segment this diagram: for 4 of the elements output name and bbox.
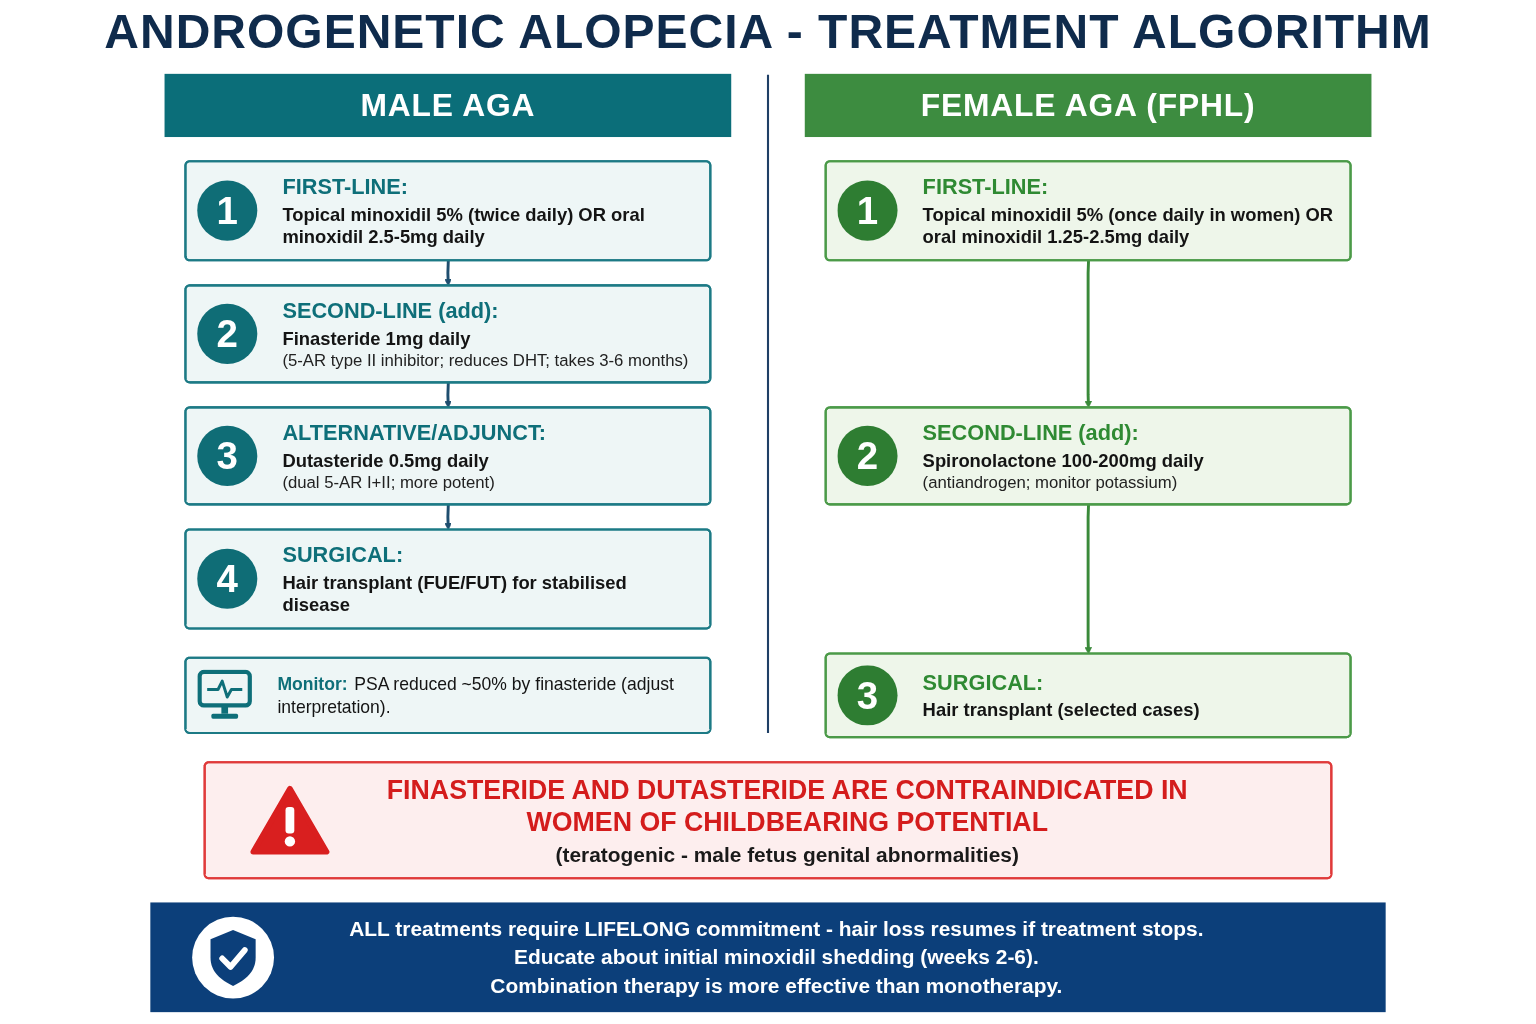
node-box: MALE AGA xyxy=(164,73,732,138)
diagram-title: ANDROGENETIC ALOPECIA - TREATMENT ALGORITHM xyxy=(103,4,1433,59)
node-box: ALL treatments require LIFELONG commitment - hair loss resumes if treatment stops. Educate about initial minoxidil shedding (weeks 2-6). Combination therapy is more effective than monotherapy. xyxy=(150,902,1386,1013)
node-box: FEMALE AGA (FPHL) xyxy=(804,73,1372,138)
